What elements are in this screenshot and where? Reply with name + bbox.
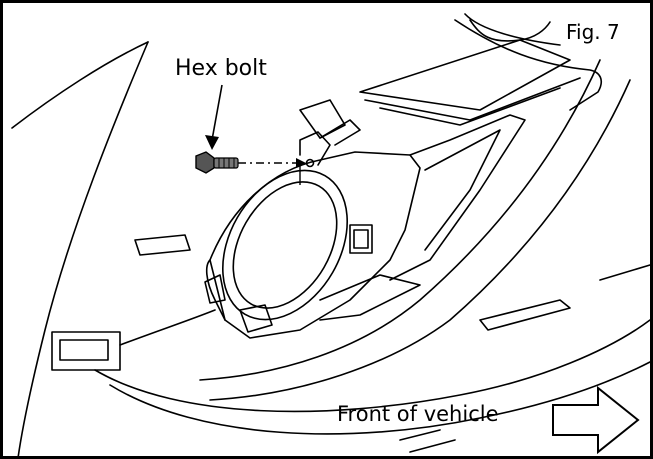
upper-tab-2 xyxy=(319,119,361,146)
ground-line-1 xyxy=(399,429,441,441)
connector-clip-inner xyxy=(353,229,369,249)
lower-trim-1 xyxy=(479,299,571,331)
lower-mount-link xyxy=(119,309,216,346)
hex-bolt-icon xyxy=(195,151,239,174)
lower-trim-2 xyxy=(599,264,651,281)
bracket-right-arm xyxy=(389,114,526,281)
fender-panel-edge xyxy=(11,41,149,129)
figure-number-label: Fig. 7 xyxy=(566,20,620,44)
lower-mount-block xyxy=(51,331,121,371)
hex-bolt-label: Hex bolt xyxy=(175,56,267,81)
housing-upper-edge xyxy=(464,13,561,46)
left-tab xyxy=(134,234,191,256)
front-of-vehicle-label: Front of vehicle xyxy=(337,402,499,426)
upper-tab xyxy=(299,99,346,139)
bolt-install-arrowhead xyxy=(296,158,306,168)
bracket-body xyxy=(209,151,421,339)
housing-wire xyxy=(469,19,551,42)
lower-left-tab xyxy=(204,274,226,304)
lens-ring-inner xyxy=(232,181,338,309)
lower-mount-block-inner xyxy=(59,339,109,361)
mounting-hole xyxy=(305,158,315,168)
lower-clip xyxy=(239,304,273,333)
ground-line-2 xyxy=(409,439,456,453)
fender-panel-curve xyxy=(17,41,149,459)
housing-sweep-2 xyxy=(209,79,631,401)
bracket-right-arm-inner xyxy=(424,129,501,251)
housing-sweep-1 xyxy=(199,59,601,381)
housing-top-ridge xyxy=(364,77,581,121)
bumper-lower-curve xyxy=(94,319,651,413)
housing-top-band xyxy=(454,19,602,111)
bracket-lower-arm xyxy=(319,274,421,321)
connector-clip xyxy=(349,224,373,254)
housing-top-ridge-2 xyxy=(379,87,561,126)
lens-ring-outer xyxy=(222,169,348,321)
bolt-leader-arrowhead xyxy=(205,135,219,150)
bumper-lower-curve-2 xyxy=(109,361,651,435)
mounting-lug xyxy=(299,131,331,166)
bolt-leader-line xyxy=(211,84,223,141)
hex-bolt-callout xyxy=(205,84,306,185)
arrow-right-outline-icon xyxy=(552,385,640,455)
bracket-inner-edge xyxy=(205,259,226,321)
housing-top-band-2 xyxy=(359,39,571,111)
